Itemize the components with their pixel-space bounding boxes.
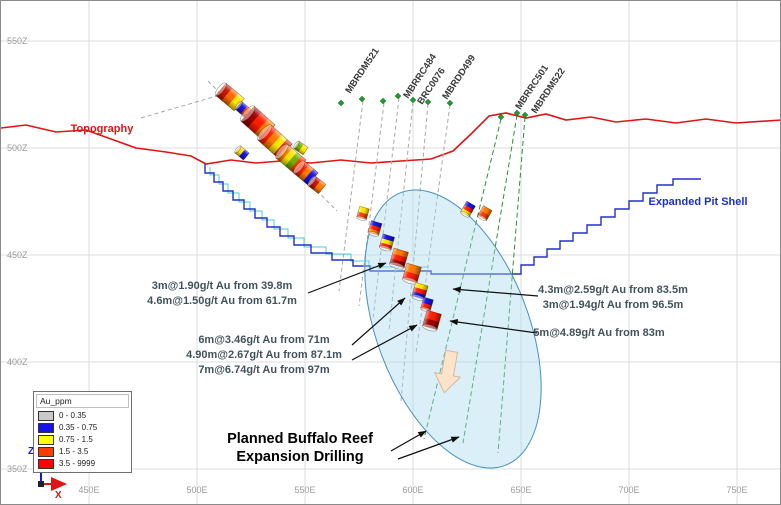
legend-label: 0.35 - 0.75	[59, 423, 98, 432]
intercept-annotation: 7m@6.74g/t Au from 97m	[198, 364, 330, 376]
legend-swatch	[38, 459, 54, 469]
leader-arrow	[351, 297, 406, 346]
e-axis-label: 650E	[510, 485, 531, 495]
intercept-annotation: 4.3m@2.59g/t Au from 83.5m	[538, 284, 688, 296]
leader-arrow	[452, 286, 539, 297]
legend-row: 0.75 - 1.5	[34, 434, 131, 446]
legend-label: 0 - 0.35	[59, 411, 87, 420]
legend-row: 1.5 - 3.5	[34, 446, 131, 458]
expanded-pit-shell-line	[204, 164, 701, 275]
drillhole-labels: MBRDM521 MBRRC484 BRC0076 MBRDD499 MBRRC…	[343, 46, 567, 116]
leader-arrow	[390, 430, 427, 452]
e-axis-label: 550E	[294, 485, 315, 495]
legend-swatch	[38, 423, 54, 433]
z-axis-label: 500Z	[7, 143, 28, 153]
z-axis-label: 550Z	[7, 36, 28, 46]
legend-swatch	[38, 411, 54, 421]
intercept-cylinders	[214, 82, 493, 332]
inner-pit-shell-line	[209, 167, 429, 268]
e-axis-label: 700E	[618, 485, 639, 495]
au-ppm-legend: Au_ppm 0 - 0.35 0.35 - 0.75 0.75 - 1.5 1…	[33, 391, 132, 473]
z-axis-label: 350Z	[7, 464, 28, 474]
intercept-annotation: 5m@4.89g/t Au from 83m	[533, 327, 665, 339]
intercept-annotation: 3m@1.94g/t Au from 96.5m	[543, 299, 684, 311]
e-axis-labels: 450E 500E 550E 600E 650E 700E 750E	[78, 485, 747, 495]
leader-arrow	[307, 262, 387, 294]
legend-swatch	[38, 435, 54, 445]
z-axis-letter: Z	[28, 446, 34, 457]
legend-row: 0.35 - 0.75	[34, 422, 131, 434]
e-axis-label: 750E	[726, 485, 747, 495]
legend-swatch	[38, 447, 54, 457]
x-axis-letter: X	[55, 490, 62, 501]
z-axis-label: 400Z	[7, 357, 28, 367]
planned-drilling-title-line1: Planned Buffalo Reef	[227, 431, 373, 447]
leader-arrow	[449, 318, 538, 334]
drillhole-label: MBRDM521	[343, 46, 382, 96]
expanded-pit-shell-label: Expanded Pit Shell	[648, 196, 747, 208]
planned-drilling-title-line2: Expansion Drilling	[236, 449, 363, 465]
intercept-annotation: 4.90m@2.67g/t Au from 87.1m	[186, 349, 342, 361]
planned-drilling-area-ellipse	[364, 189, 542, 469]
e-axis-label: 600E	[402, 485, 423, 495]
intercept-annotation: 6m@3.46g/t Au from 71m	[198, 334, 330, 346]
topography-line	[1, 112, 780, 165]
legend-row: 0 - 0.35	[34, 410, 131, 422]
legend-label: 1.5 - 3.5	[59, 447, 89, 456]
intercept-annotation: 4.6m@1.50g/t Au from 61.7m	[147, 295, 297, 307]
e-axis-label: 500E	[186, 485, 207, 495]
compass-origin	[38, 481, 44, 487]
z-axis-label: 450Z	[7, 250, 28, 260]
legend-label: 3.5 - 9999	[59, 459, 96, 468]
intercept-annotations: 3m@1.90g/t Au from 39.8m 4.6m@1.50g/t Au…	[147, 280, 688, 465]
intercept-annotation: 3m@1.90g/t Au from 39.8m	[152, 280, 293, 292]
legend-title: Au_ppm	[36, 394, 129, 408]
leader-arrow	[351, 324, 418, 361]
drillhole-collar-markers	[337, 92, 529, 121]
plunge-direction-arrow	[433, 349, 462, 394]
drillhole-label: MBRDD499	[440, 53, 478, 102]
legend-row: 3.5 - 9999	[34, 458, 131, 470]
annotation-arrows	[307, 262, 539, 460]
z-axis-labels: 550Z 500Z 450Z 400Z 350Z	[7, 36, 28, 474]
leader-arrow	[397, 436, 460, 460]
legend-label: 0.75 - 1.5	[59, 435, 93, 444]
topography-label: Topography	[71, 123, 135, 135]
e-axis-label: 450E	[78, 485, 99, 495]
